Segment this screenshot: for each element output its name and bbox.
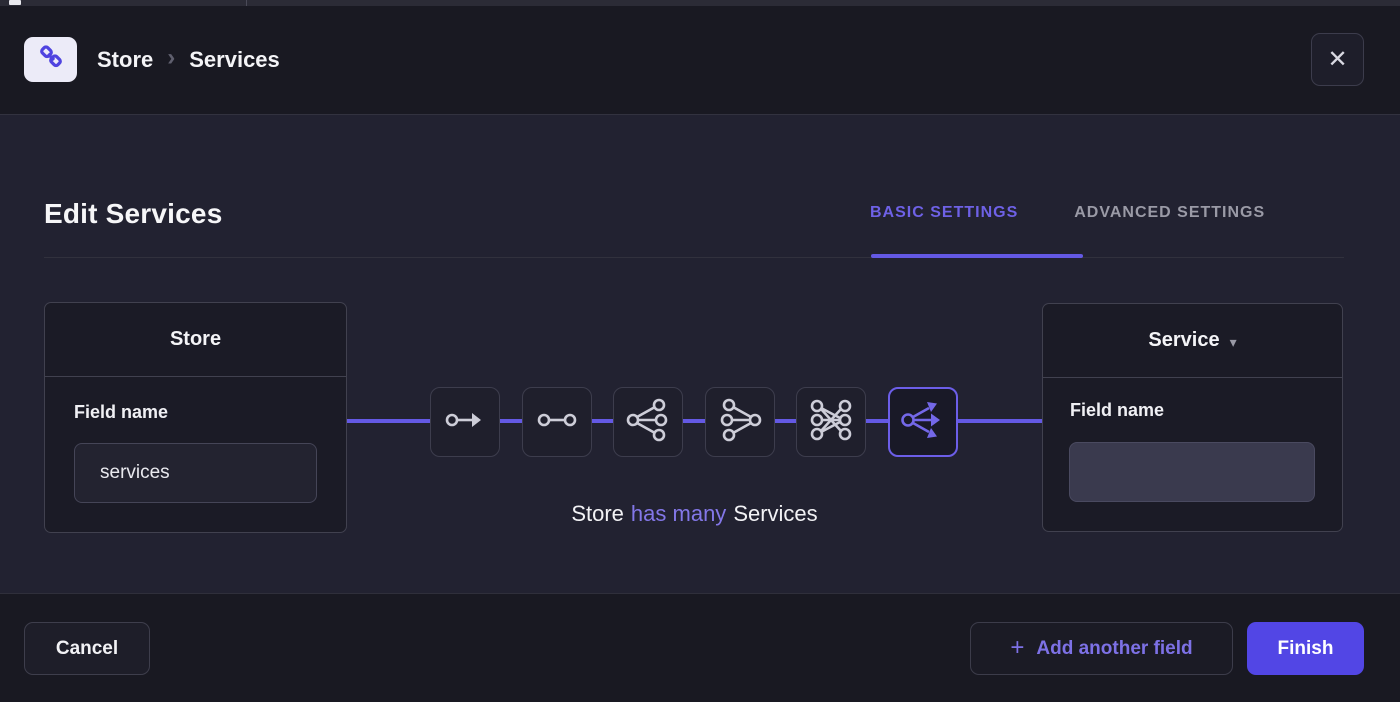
caption-relation: has many (630, 501, 727, 526)
add-another-field-label: Add another field (1036, 637, 1193, 659)
clipped-top-strip (0, 0, 1400, 6)
tab-divider (246, 0, 247, 6)
relationship-connector-line (347, 419, 1042, 423)
relation-option-one-way[interactable] (430, 387, 500, 457)
link-icon (36, 42, 66, 77)
modal-header: Store › Services ✕ (0, 6, 1400, 115)
active-tab-underline (871, 254, 1083, 258)
finish-label: Finish (1277, 637, 1334, 659)
caption-target: Services (733, 501, 818, 526)
target-field-name-input[interactable] (1069, 442, 1315, 502)
source-field-name-label: Field name (74, 402, 169, 422)
relation-option-one-to-many[interactable] (613, 387, 683, 457)
page-title: Edit Services (44, 198, 223, 229)
edit-relationship-panel: Edit Services BASIC SETTINGS ADVANCED SE… (0, 115, 1400, 593)
target-model-header[interactable]: Service ▾ (1043, 304, 1342, 378)
source-field-name-value: services (100, 462, 170, 483)
source-field-name-input[interactable]: services (74, 443, 317, 503)
chevron-right-icon: › (167, 44, 176, 71)
many-to-one-icon (717, 397, 763, 448)
close-icon: ✕ (1327, 46, 1348, 73)
cancel-label: Cancel (55, 637, 119, 659)
relation-option-many-to-many[interactable] (796, 387, 866, 457)
tab-advanced-settings[interactable]: ADVANCED SETTINGS (1074, 204, 1266, 221)
relation-option-has-many[interactable] (888, 387, 958, 457)
many-to-many-icon (808, 397, 854, 448)
target-field-name-label: Field name (1070, 400, 1165, 420)
breadcrumb: Store › Services (97, 37, 280, 82)
source-model-title: Store (169, 328, 222, 350)
relationship-link-badge (24, 37, 77, 82)
one-way-arrow-icon (443, 398, 487, 447)
source-model-header: Store (45, 303, 346, 377)
breadcrumb-target[interactable]: Services (189, 46, 280, 72)
chevron-down-icon: ▾ (1229, 333, 1237, 350)
close-button[interactable]: ✕ (1311, 33, 1364, 86)
tab-basic-settings[interactable]: BASIC SETTINGS (870, 204, 1019, 221)
header-divider (0, 114, 1400, 115)
settings-tabs: BASIC SETTINGS ADVANCED SETTINGS (870, 204, 1265, 222)
add-another-field-button[interactable]: + Add another field (970, 622, 1233, 675)
target-model-title: Service (1148, 329, 1220, 351)
relation-option-many-to-one[interactable] (705, 387, 775, 457)
modal-footer: Cancel + Add another field Finish (0, 593, 1400, 702)
clipped-tab-icon (9, 0, 21, 5)
breadcrumb-source[interactable]: Store (97, 46, 154, 72)
caption-source: Store (571, 501, 624, 526)
finish-button[interactable]: Finish (1247, 622, 1364, 675)
one-to-many-icon (625, 397, 671, 448)
relation-option-one-to-one[interactable] (522, 387, 592, 457)
one-to-one-icon (535, 398, 579, 447)
plus-icon: + (1010, 633, 1025, 661)
has-many-arrows-icon (899, 396, 947, 449)
tabs-rule (44, 257, 1344, 258)
cancel-button[interactable]: Cancel (24, 622, 150, 675)
